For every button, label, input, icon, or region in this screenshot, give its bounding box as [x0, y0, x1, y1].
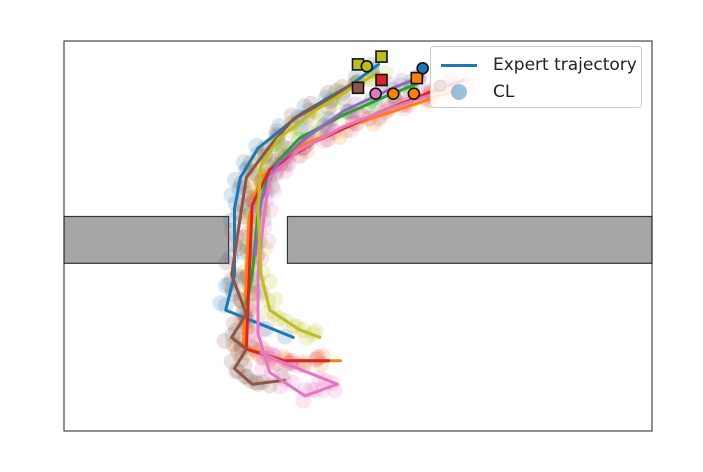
- cl-scatter-point: [284, 375, 301, 392]
- goal-circle-marker: [416, 62, 429, 75]
- cl-scatter-point: [320, 118, 337, 135]
- goal-circle-marker: [360, 60, 374, 73]
- start-square-marker: [351, 81, 365, 95]
- legend-label-cl: CL: [493, 82, 515, 102]
- cl-scatter-point: [247, 374, 264, 391]
- expert-trajectory-line: [256, 94, 431, 398]
- axes-frame: [63, 40, 653, 432]
- cl-scatter-point: [212, 295, 229, 312]
- goal-circle-marker: [407, 87, 421, 100]
- cl-scatter-point: [233, 243, 250, 260]
- start-square-marker: [410, 71, 424, 85]
- legend-label-expert: Expert trajectory: [493, 55, 637, 75]
- cl-scatter-point: [284, 116, 301, 133]
- cl-scatter-point: [261, 274, 278, 291]
- expert-trajectory-line: [230, 82, 354, 386]
- legend-line-swatch: [441, 54, 479, 76]
- cl-scatter-point: [277, 163, 294, 180]
- legend-dot-swatch: [441, 81, 479, 103]
- cl-scatter-point: [260, 304, 277, 321]
- cl-scatter-point: [250, 167, 267, 184]
- cl-scatter-point: [237, 185, 254, 202]
- cl-scatter-point: [248, 282, 265, 299]
- cl-scatter-point: [260, 233, 277, 250]
- legend-entry-expert: Expert trajectory: [441, 54, 637, 76]
- cl-scatter-point: [248, 137, 265, 154]
- start-square-marker: [375, 50, 388, 63]
- start-square-marker: [375, 73, 388, 87]
- legend: Expert trajectory CL: [430, 46, 642, 108]
- cl-scatter-point: [347, 69, 364, 86]
- expert-trajectory-line: [244, 82, 419, 306]
- cl-scatter-point: [216, 332, 233, 349]
- cl-scatter-point: [238, 368, 255, 385]
- wall-left: [63, 215, 230, 264]
- legend-entry-cl: CL: [441, 81, 514, 103]
- goal-circle-marker: [369, 87, 382, 100]
- cl-scatter-point: [218, 254, 235, 271]
- wall-right: [286, 215, 653, 264]
- expert-trajectory-line: [256, 70, 381, 339]
- goal-circle-marker: [386, 87, 400, 100]
- cl-scatter-point: [245, 164, 262, 181]
- cl-scatter-point: [267, 291, 284, 308]
